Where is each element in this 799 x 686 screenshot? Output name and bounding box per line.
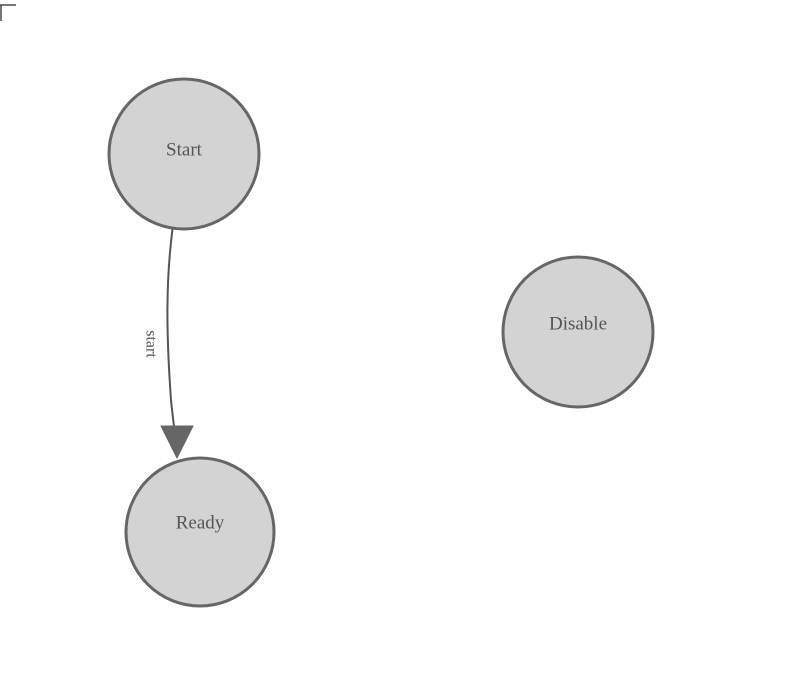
edge-start-to-ready-label: start bbox=[142, 330, 159, 358]
node-disable-circle bbox=[501, 255, 655, 409]
edge-start-to-ready-arrowhead bbox=[160, 425, 194, 459]
node-ready-label: Ready bbox=[176, 512, 225, 533]
edge-start-to-ready[interactable]: start bbox=[142, 228, 194, 459]
node-start[interactable]: Start bbox=[107, 77, 261, 231]
node-disable-label: Disable bbox=[549, 313, 607, 334]
node-start-label: Start bbox=[166, 139, 203, 160]
node-disable[interactable]: Disable bbox=[501, 255, 655, 409]
edge-start-to-ready-path bbox=[166, 228, 178, 453]
node-start-circle bbox=[107, 77, 261, 231]
node-ready[interactable]: Ready bbox=[124, 456, 276, 608]
top-left-corner-mark bbox=[0, 4, 16, 21]
node-ready-circle bbox=[124, 456, 276, 608]
